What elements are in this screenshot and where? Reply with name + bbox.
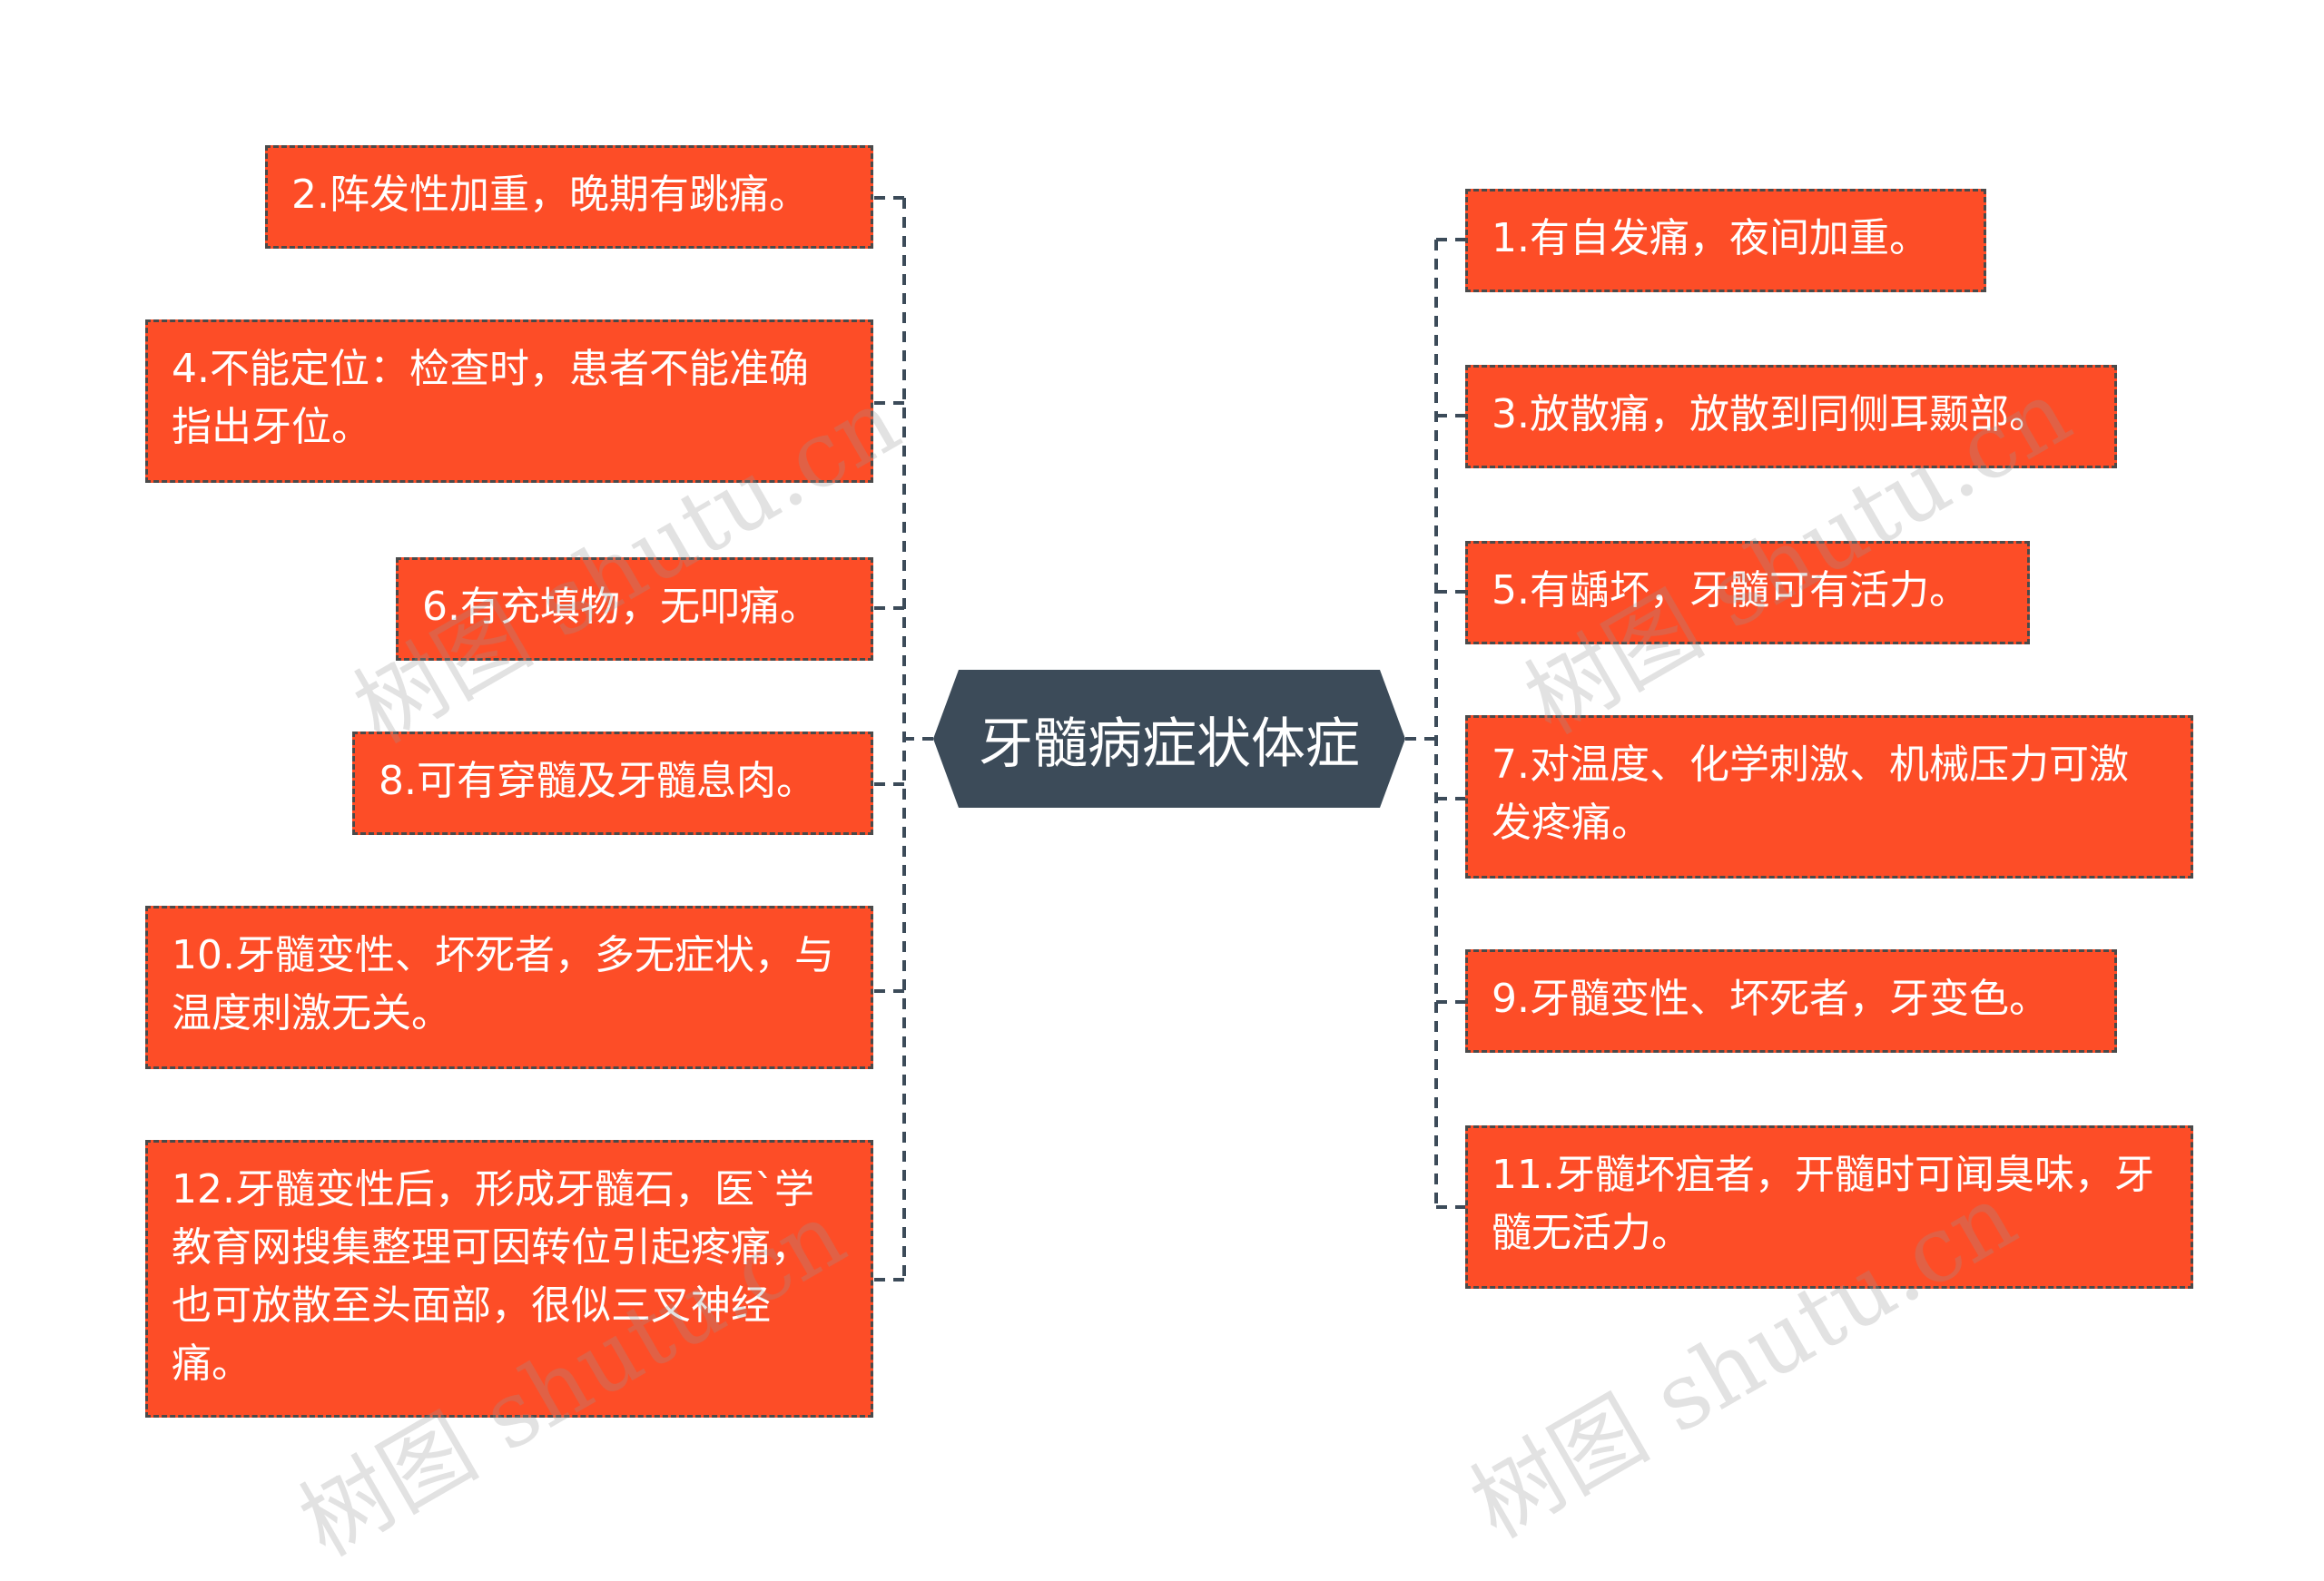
right-node-9-text: 9.牙髓变性、坏死者，牙变色。	[1492, 976, 2049, 1022]
right-node-7[interactable]: 7.对温度、化学刺激、机械压力可激发疼痛。	[1465, 715, 2193, 879]
left-node-2[interactable]: 2.阵发性加重，晚期有跳痛。	[265, 145, 873, 249]
left-trunk	[902, 198, 933, 1280]
left-node-12[interactable]: 12.牙髓变性后，形成牙髓石，医`学教育网搜集整理可因转位引起疼痛，也可放散至头…	[145, 1140, 873, 1418]
right-node-5[interactable]: 5.有龋坏，牙髓可有活力。	[1465, 541, 2030, 644]
left-node-6-text: 6.有充填物，无叩痛。	[422, 584, 820, 630]
central-topic[interactable]: 牙髓病症状体症	[933, 670, 1405, 808]
left-node-6[interactable]: 6.有充填物，无叩痛。	[396, 557, 873, 661]
left-node-4[interactable]: 4.不能定位：检查时，患者不能准确指出牙位。	[145, 319, 873, 483]
right-node-3[interactable]: 3.放散痛，放散到同侧耳颞部。	[1465, 365, 2117, 468]
right-node-7-text: 7.对温度、化学刺激、机械压力可激发疼痛。	[1492, 741, 2129, 846]
right-node-11[interactable]: 11.牙髓坏疽者，开髓时可闻臭味，牙髓无活力。	[1465, 1125, 2193, 1289]
left-node-10-text: 10.牙髓变性、坏死者，多无症状，与温度刺激无关。	[172, 932, 834, 1036]
right-node-9[interactable]: 9.牙髓变性、坏死者，牙变色。	[1465, 949, 2117, 1053]
right-trunk	[1405, 240, 1438, 1207]
right-node-5-text: 5.有龋坏，牙髓可有活力。	[1492, 567, 1969, 614]
right-node-11-text: 11.牙髓坏疽者，开髓时可闻臭味，牙髓无活力。	[1492, 1152, 2154, 1256]
right-node-3-text: 3.放散痛，放散到同侧耳颞部。	[1492, 391, 2049, 437]
right-node-1[interactable]: 1.有自发痛，夜间加重。	[1465, 189, 1986, 292]
left-node-10[interactable]: 10.牙髓变性、坏死者，多无症状，与温度刺激无关。	[145, 906, 873, 1069]
left-node-4-text: 4.不能定位：检查时，患者不能准确指出牙位。	[172, 346, 809, 450]
central-topic-title: 牙髓病症状体症	[979, 712, 1360, 776]
right-node-1-text: 1.有自发痛，夜间加重。	[1492, 215, 1929, 261]
left-node-8-text: 8.可有穿髓及牙髓息肉。	[379, 758, 816, 804]
left-node-12-text: 12.牙髓变性后，形成牙髓石，医`学教育网搜集整理可因转位引起疼痛，也可放散至头…	[172, 1166, 814, 1387]
left-node-2-text: 2.阵发性加重，晚期有跳痛。	[291, 172, 809, 218]
left-node-8[interactable]: 8.可有穿髓及牙髓息肉。	[352, 732, 873, 835]
